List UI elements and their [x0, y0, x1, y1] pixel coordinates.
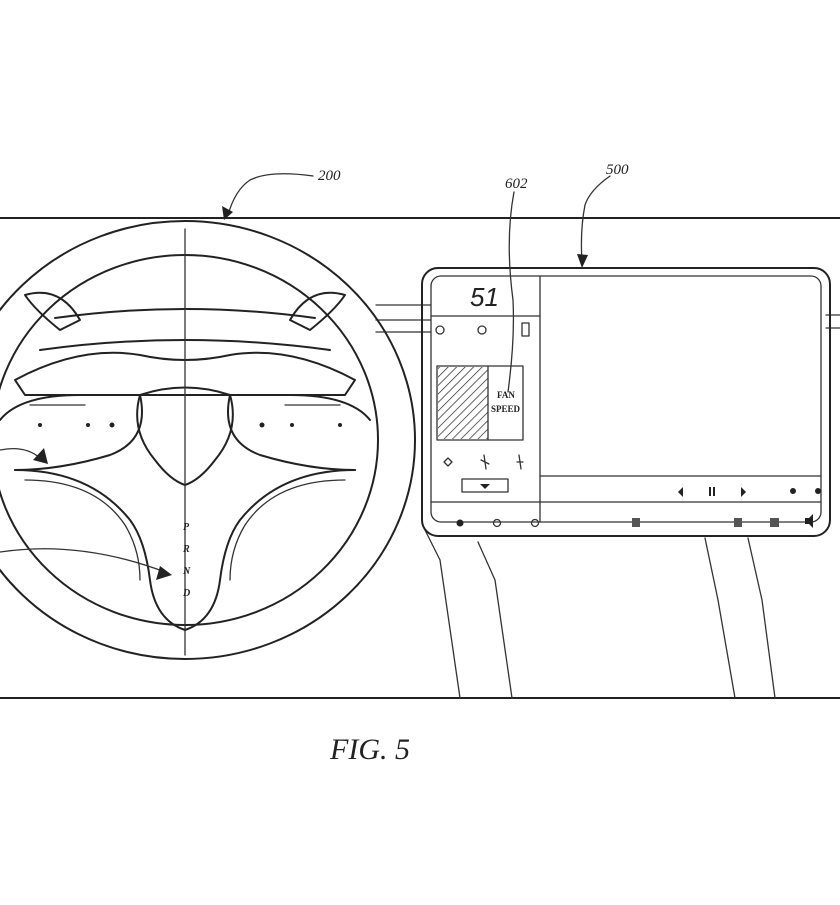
gear-selector: P R N D [182, 522, 191, 599]
target-icon[interactable] [435, 325, 445, 335]
wheel-left-button [109, 422, 115, 428]
fan-speed-fill [438, 367, 488, 439]
ref-500: 500 [577, 162, 629, 268]
fan-icon[interactable] [480, 454, 490, 470]
ref-200: 200 [222, 168, 341, 220]
fan-label: SPEED [491, 404, 521, 414]
reference-label: 200 [318, 168, 341, 184]
defrost-icon[interactable] [516, 454, 524, 470]
reference-label: 602 [505, 176, 528, 192]
fan-label: FAN [497, 390, 515, 400]
media-button[interactable] [815, 488, 821, 494]
center-display: 51 FAN SPEED [421, 267, 831, 537]
ref-602: 602 [505, 176, 528, 393]
prev-icon[interactable] [678, 487, 683, 497]
climate-icon[interactable] [770, 518, 779, 527]
wheel-right-button [290, 423, 294, 427]
volume-icon[interactable] [805, 514, 813, 528]
climate-icon[interactable] [734, 518, 742, 527]
circle-icon[interactable] [477, 325, 487, 335]
dashboard-outline [0, 217, 840, 699]
gear-label: D [182, 588, 190, 599]
seat-icon[interactable] [492, 518, 502, 528]
battery-icon [521, 322, 530, 337]
steering-wheel [0, 220, 416, 660]
wheel-left-button [38, 423, 42, 427]
wheel-right-button [259, 422, 265, 428]
seat-icon[interactable] [530, 518, 540, 528]
climate-icon[interactable] [632, 518, 640, 527]
pause-icon[interactable] [709, 487, 711, 496]
gear-label: R [182, 544, 190, 555]
car-icon[interactable] [456, 519, 464, 527]
gear-label: N [182, 566, 191, 577]
figure-caption: FIG. 5 [329, 733, 410, 766]
diamond-icon[interactable] [443, 457, 453, 467]
media-button[interactable] [790, 488, 796, 494]
next-icon[interactable] [741, 487, 746, 497]
climate-button[interactable] [461, 478, 509, 493]
gear-label: P [183, 522, 190, 533]
leader-lines [0, 447, 172, 580]
speed-readout: 51 [470, 282, 499, 312]
wheel-left-button [86, 423, 90, 427]
wheel-right-button [338, 423, 342, 427]
reference-label: 500 [606, 162, 629, 178]
climate-widget[interactable]: FAN SPEED [436, 365, 524, 441]
heart-icon [480, 484, 490, 489]
